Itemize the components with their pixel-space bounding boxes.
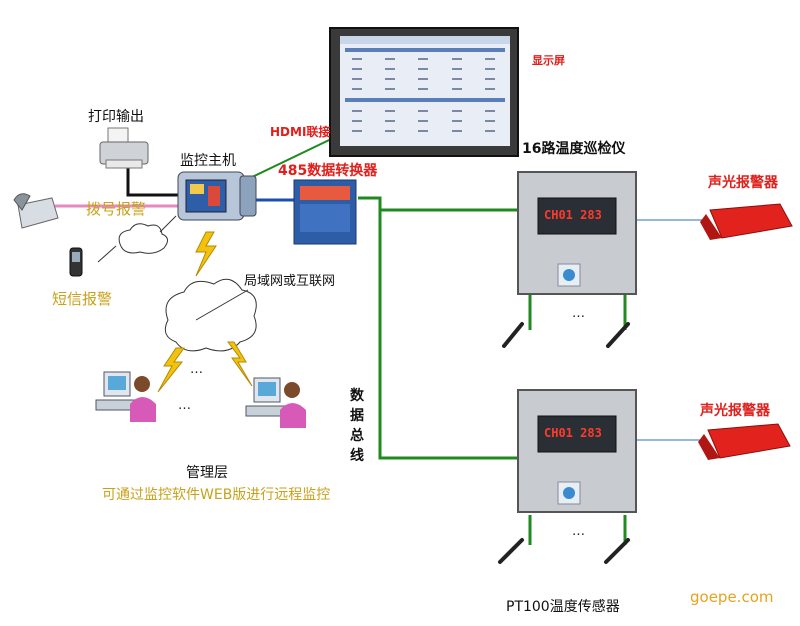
data-bus-line: [358, 196, 520, 460]
inspector-device: [517, 389, 637, 513]
hdmi-label: HDMI联接: [270, 125, 331, 139]
alarm-icon: [698, 423, 791, 460]
printer-label: 打印输出: [88, 109, 144, 125]
alarm-label-top: 声光报警器: [708, 175, 778, 191]
sensor-probe-icon: [498, 322, 630, 564]
bus-label: 数据总线: [350, 388, 364, 464]
host-computer-icon: [177, 171, 257, 221]
alarm-icon: [700, 203, 793, 240]
inspector-device: [517, 171, 637, 295]
dial-alarm-label: 拨号报警: [86, 200, 147, 218]
ellipsis: …: [572, 306, 588, 321]
display-label: 显示屏: [532, 54, 565, 67]
alarm-label-bottom: 声光报警器: [700, 403, 770, 419]
converter-device: [293, 179, 357, 245]
ellipsis: …: [178, 398, 194, 413]
ellipsis: …: [572, 524, 588, 539]
inspector-label: 16路温度巡检仪: [522, 141, 626, 157]
telephone-icon: [13, 193, 59, 229]
watermark: goepe.com: [690, 588, 774, 606]
network-cloud-icon: [164, 278, 257, 352]
sms-alarm-label: 短信报警: [52, 290, 113, 308]
lightning-icon: [157, 231, 253, 393]
display-screen: [329, 27, 519, 157]
workstation-icon: [245, 377, 306, 428]
ellipsis: …: [190, 362, 206, 377]
printer-cable: [126, 165, 178, 197]
lan-label: 局域网或互联网: [244, 274, 336, 289]
small-cloud-icon: [97, 215, 177, 263]
remote-monitoring-label: 可通过监控软件WEB版进行远程监控: [102, 487, 331, 503]
mobile-phone-icon: [69, 247, 83, 277]
converter-label: 485数据转换器: [278, 163, 378, 179]
sensor-label: PT100温度传感器: [506, 599, 620, 615]
management-label: 管理层: [186, 465, 228, 481]
workstation-icon: [95, 371, 156, 422]
host-label: 监控主机: [180, 153, 236, 169]
printer-icon: [99, 127, 149, 169]
inspector-readout: CH01 283: [544, 426, 602, 440]
inspector-readout: CH01 283: [544, 208, 602, 222]
